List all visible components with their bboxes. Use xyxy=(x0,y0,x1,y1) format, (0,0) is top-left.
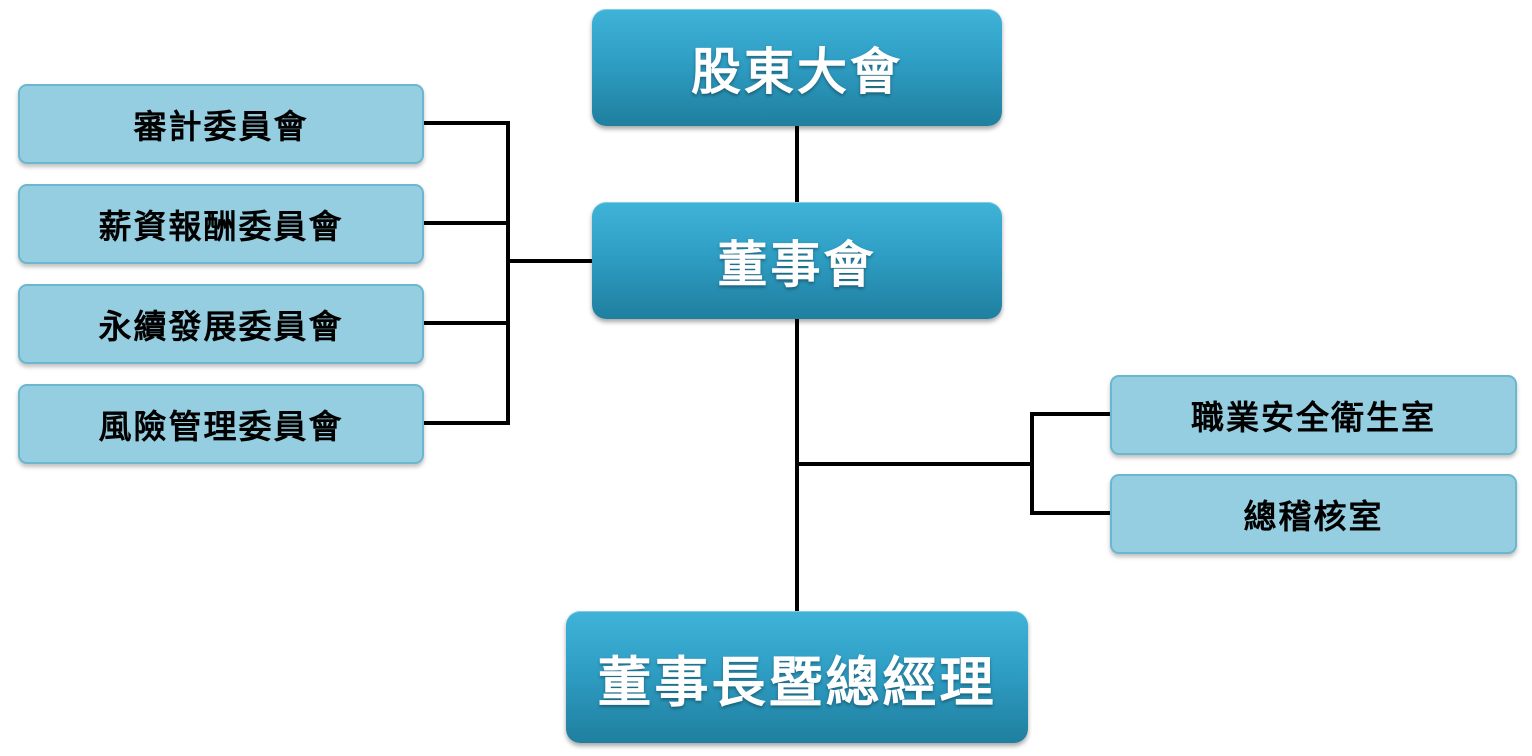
shareholders-meeting-label: 股東大會 xyxy=(691,42,903,101)
sustainability-committee-label: 永續發展委員會 xyxy=(98,307,344,346)
risk-management-committee-label: 風險管理委員會 xyxy=(98,407,344,446)
board-of-directors-label: 董事會 xyxy=(717,235,877,294)
internal-audit-office-box: 總稽核室 xyxy=(1110,474,1517,554)
occupational-safety-office-box: 職業安全衛生室 xyxy=(1110,375,1517,455)
board-of-directors-box: 董事會 xyxy=(592,202,1002,319)
occupational-safety-office-label: 職業安全衛生室 xyxy=(1191,398,1436,437)
shareholders-meeting-box: 股東大會 xyxy=(592,9,1002,126)
remuneration-committee-box: 薪資報酬委員會 xyxy=(18,184,424,264)
remuneration-committee-label: 薪資報酬委員會 xyxy=(98,207,344,246)
chairman-president-label: 董事長暨總經理 xyxy=(597,650,997,714)
sustainability-committee-box: 永續發展委員會 xyxy=(18,284,424,364)
internal-audit-office-label: 總稽核室 xyxy=(1243,497,1384,536)
risk-management-committee-box: 風險管理委員會 xyxy=(18,384,424,464)
chairman-president-box: 董事長暨總經理 xyxy=(566,611,1028,743)
audit-committee-label: 審計委員會 xyxy=(133,107,309,146)
audit-committee-box: 審計委員會 xyxy=(18,84,424,164)
